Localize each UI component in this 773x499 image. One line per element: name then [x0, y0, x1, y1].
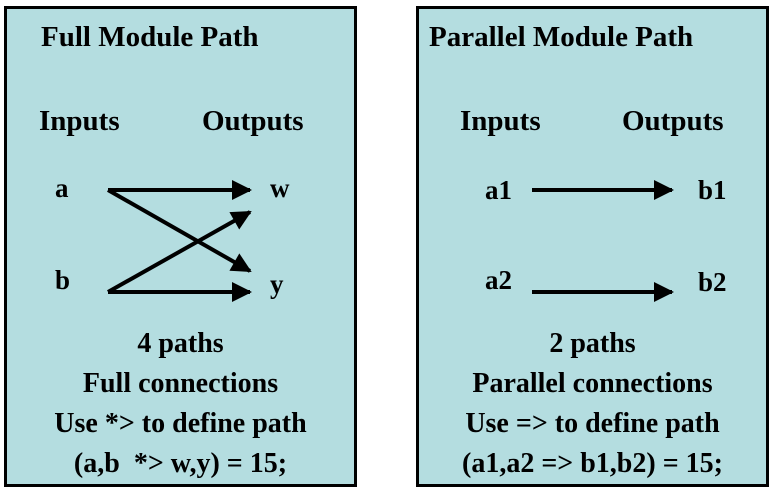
inputs-header: Inputs	[460, 105, 541, 137]
connections-type: Parallel connections	[472, 368, 713, 399]
full-connection-arrows	[107, 180, 252, 302]
output-node-w: w	[270, 173, 290, 203]
panel-title: Parallel Module Path	[429, 21, 694, 53]
paths-count: 2 paths	[549, 328, 636, 359]
outputs-header: Outputs	[622, 105, 724, 137]
example-code: (a,b *> w,y) = 15;	[73, 448, 288, 479]
output-node-b2: b2	[698, 267, 727, 297]
parallel-connection-arrows	[532, 180, 674, 302]
input-node-a: a	[55, 173, 69, 203]
arrow-a-to-y	[107, 188, 252, 273]
example-code: (a1,a2 => b1,b2) = 15;	[462, 448, 723, 479]
output-node-b1: b1	[698, 175, 727, 205]
full-module-path-panel: Full Module Path Inputs Outputs a b w y …	[4, 6, 357, 487]
input-node-a1: a1	[485, 175, 512, 205]
operator-usage: Use => to define path	[465, 408, 720, 439]
paths-count: 4 paths	[137, 328, 224, 359]
input-node-b: b	[55, 265, 71, 295]
outputs-header: Outputs	[202, 105, 304, 137]
arrow-b-to-w	[107, 210, 252, 294]
inputs-header: Inputs	[39, 105, 120, 137]
connections-type: Full connections	[82, 368, 279, 399]
input-node-a2: a2	[485, 265, 512, 295]
panel-title: Full Module Path	[41, 21, 259, 53]
operator-usage: Use *> to define path	[54, 408, 307, 439]
output-node-y: y	[270, 269, 284, 299]
parallel-module-path-panel: Parallel Module Path Inputs Outputs a1 a…	[416, 6, 769, 487]
